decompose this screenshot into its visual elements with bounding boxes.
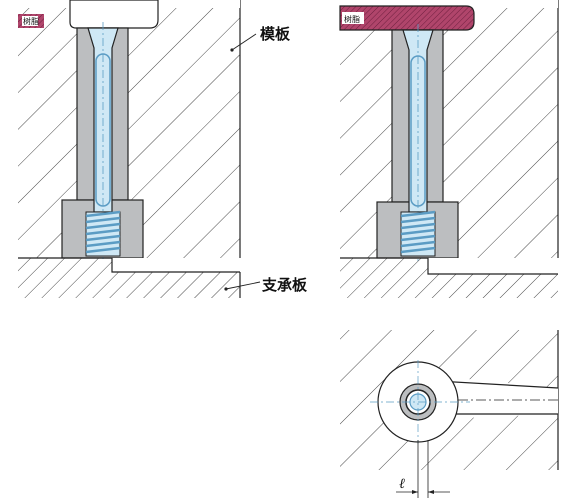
right-section-view: 树脂	[339, 0, 559, 298]
plan-view: ℓ	[340, 330, 559, 498]
left-section-view: 树脂 模板 支承板	[18, 0, 308, 298]
left-resin-tag: 树脂	[23, 16, 39, 26]
right-resin-tag: 树脂	[344, 14, 360, 24]
right-spring	[400, 210, 436, 257]
dimension-l-label: ℓ	[399, 476, 405, 492]
right-resin-part	[339, 5, 475, 31]
left-spring	[85, 210, 121, 257]
label-template-plate: 模板	[260, 25, 291, 43]
label-support-plate: 支承板	[261, 276, 308, 294]
